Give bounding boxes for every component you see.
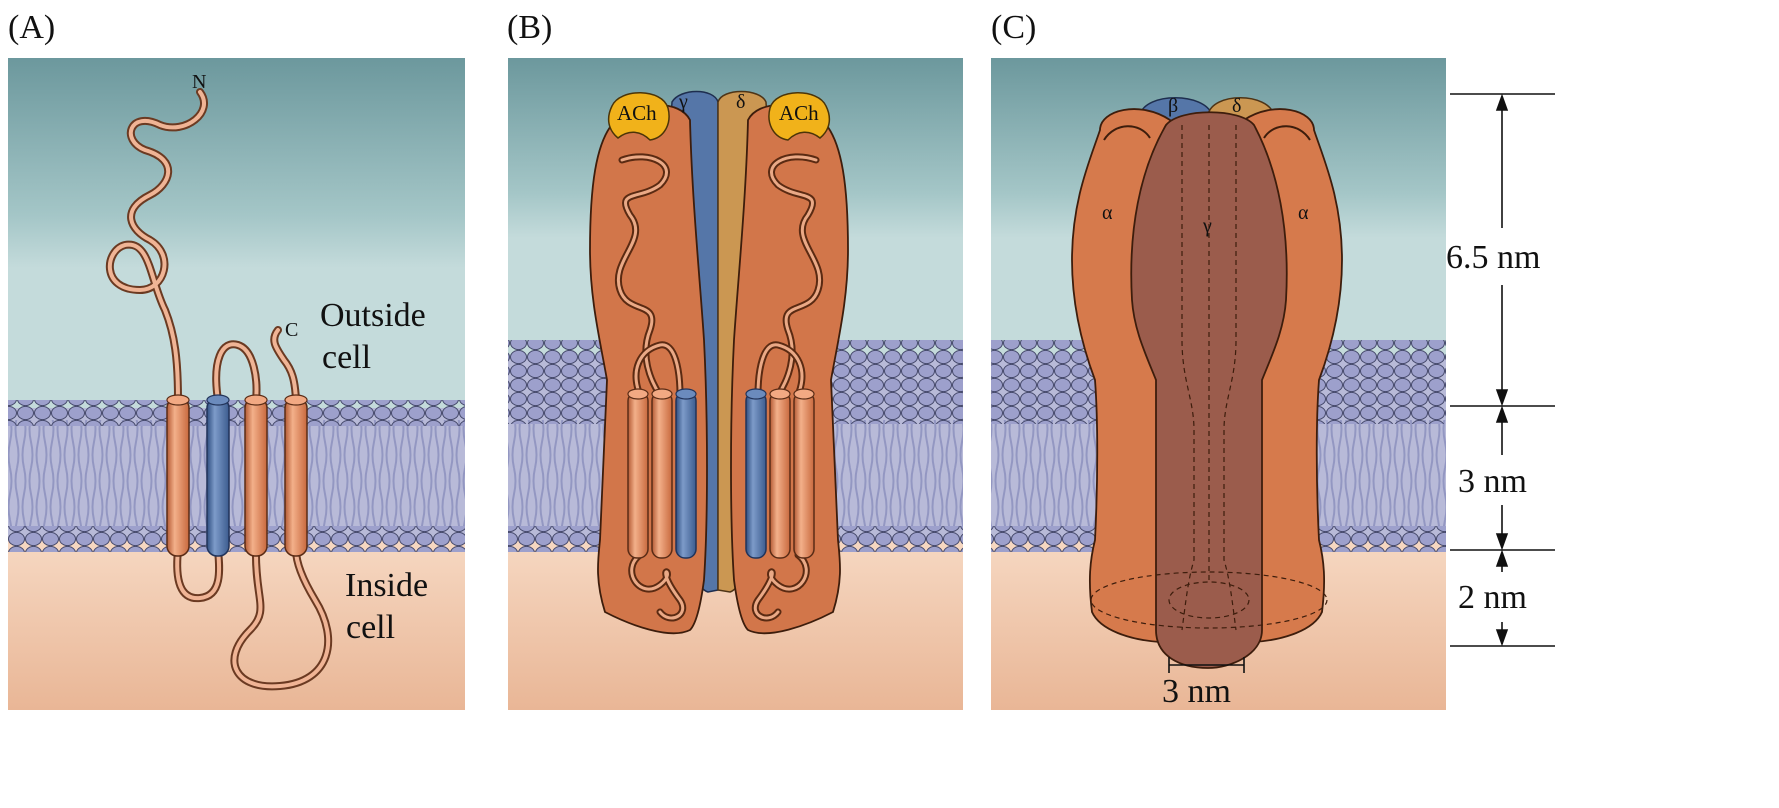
delta-label-b: δ: [736, 91, 745, 113]
outside-cell-label-line1: Outside: [320, 297, 426, 334]
beta-label-c: β: [1168, 95, 1178, 117]
panel-c-receptor: [1072, 98, 1342, 668]
panel-b-receptor: [590, 92, 848, 634]
gamma-label-c: γ: [1202, 215, 1212, 237]
scale-label-middle: 3 nm: [1458, 463, 1527, 500]
alpha-label-c-right: α: [1298, 202, 1309, 224]
outside-cell-label-line2: cell: [322, 339, 371, 376]
panel-c-letter: (C): [991, 9, 1036, 46]
dimension-ruler: [1450, 94, 1555, 646]
helix-m4: [285, 398, 307, 556]
helix-m2: [207, 398, 229, 556]
panel-a-letter: (A): [8, 9, 55, 46]
n-terminus-label: N: [192, 71, 206, 93]
helix-m3: [245, 398, 267, 556]
ach-label-right: ACh: [779, 101, 819, 125]
scale-label-bottom: 2 nm: [1458, 579, 1527, 616]
delta-label-c: δ: [1232, 95, 1241, 117]
panel-b-letter: (B): [507, 9, 552, 46]
ach-label-left: ACh: [617, 101, 657, 125]
inside-cell-label-line2: cell: [346, 609, 395, 646]
c-terminus-label: C: [285, 319, 298, 341]
scale-label-top: 6.5 nm: [1446, 239, 1540, 276]
inside-cell-label-line1: Inside: [345, 567, 428, 604]
pore-width-label: 3 nm: [1162, 673, 1231, 710]
panel-a-background: [8, 58, 465, 710]
gamma-label-b: γ: [678, 91, 688, 113]
helix-m1: [167, 398, 189, 556]
alpha-label-c-left: α: [1102, 202, 1113, 224]
